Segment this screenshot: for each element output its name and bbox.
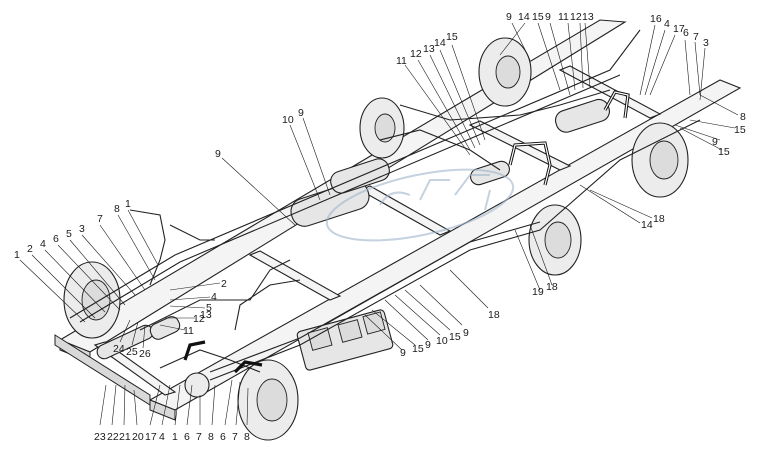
callout-label: 6 xyxy=(220,431,226,443)
callout-label: 6 xyxy=(683,27,689,39)
callout-label: 7 xyxy=(232,431,238,443)
callout-label: 13 xyxy=(200,309,212,321)
callout-label: 17 xyxy=(145,431,157,443)
callout-label: 13 xyxy=(582,11,594,23)
callout-label: 9 xyxy=(215,148,221,160)
callout-label: 3 xyxy=(703,37,709,49)
callout-label: 18 xyxy=(546,281,558,293)
callout-label: 15 xyxy=(449,331,461,343)
callout-label: 15 xyxy=(734,124,746,136)
callout-label: 4 xyxy=(40,238,46,250)
callout-label: 8 xyxy=(208,431,214,443)
callout-label: 12 xyxy=(193,313,205,325)
callout-label: 25 xyxy=(126,346,138,358)
callout-label: 14 xyxy=(641,219,653,231)
brake-lines xyxy=(69,29,701,381)
callout-label: 9 xyxy=(545,11,551,23)
chassis-frame xyxy=(54,19,742,421)
callout-label: 23 xyxy=(94,431,106,443)
callout-label: 9 xyxy=(425,339,431,351)
callout-label: 9 xyxy=(463,327,469,339)
callout-label: 24 xyxy=(113,343,125,355)
callout-label: 12 xyxy=(570,11,582,23)
callout-label: 8 xyxy=(244,431,250,443)
callout-label: 1 xyxy=(172,431,178,443)
callout-label: 8 xyxy=(114,203,120,215)
callout-label: 18 xyxy=(653,213,665,225)
callout-label: 20 xyxy=(132,431,144,443)
callout-label: 15 xyxy=(412,343,424,355)
callout-labels: 9 14 15 9 11 12 13 16 4 17 6 7 3 8 15 15… xyxy=(14,11,746,443)
callout-label: 15 xyxy=(446,31,458,43)
callout-label: 10 xyxy=(436,335,448,347)
callout-label: 7 xyxy=(97,213,103,225)
callout-label: 7 xyxy=(196,431,202,443)
callout-label: 4 xyxy=(159,431,165,443)
callout-label: 11 xyxy=(183,325,194,337)
callout-label: 5 xyxy=(66,228,72,240)
callout-label: 6 xyxy=(184,431,190,443)
callout-label: 22 xyxy=(107,431,119,443)
callout-label: 7 xyxy=(693,31,699,43)
callout-label: 5 xyxy=(206,302,212,314)
callout-label: 10 xyxy=(282,114,294,126)
callout-label: 18 xyxy=(488,309,500,321)
callout-label: 11 xyxy=(558,11,569,23)
callout-label: 4 xyxy=(664,18,670,30)
callout-label: 15 xyxy=(532,11,544,23)
callout-label: 9 xyxy=(400,347,406,359)
callout-label: 8 xyxy=(740,111,746,123)
callout-label: 17 xyxy=(673,23,685,35)
callout-label: 12 xyxy=(410,48,422,60)
callout-label: 2 xyxy=(27,243,33,255)
callout-label: 26 xyxy=(139,348,151,360)
callout-label: 9 xyxy=(506,11,512,23)
callout-label: 14 xyxy=(518,11,530,23)
callout-label: 6 xyxy=(53,233,59,245)
callout-label: 9 xyxy=(712,136,718,148)
leader-lines xyxy=(19,22,739,426)
callout-label: 1 xyxy=(125,198,131,210)
brake-drums xyxy=(63,37,689,441)
callout-label: 15 xyxy=(718,146,730,158)
callout-label: 16 xyxy=(650,13,662,25)
callout-label: 13 xyxy=(423,43,435,55)
callout-label: 9 xyxy=(298,107,304,119)
callout-label: 19 xyxy=(532,286,544,298)
gaz-logo-watermark xyxy=(325,168,515,242)
callout-label: 4 xyxy=(211,291,217,303)
callout-label: 14 xyxy=(434,37,446,49)
callout-label: 3 xyxy=(79,223,85,235)
callout-label: 1 xyxy=(14,249,20,261)
callout-label: 21 xyxy=(119,431,131,443)
callout-label: 2 xyxy=(221,278,227,290)
callout-label: 11 xyxy=(396,55,407,67)
brake-valve-block xyxy=(296,309,394,371)
